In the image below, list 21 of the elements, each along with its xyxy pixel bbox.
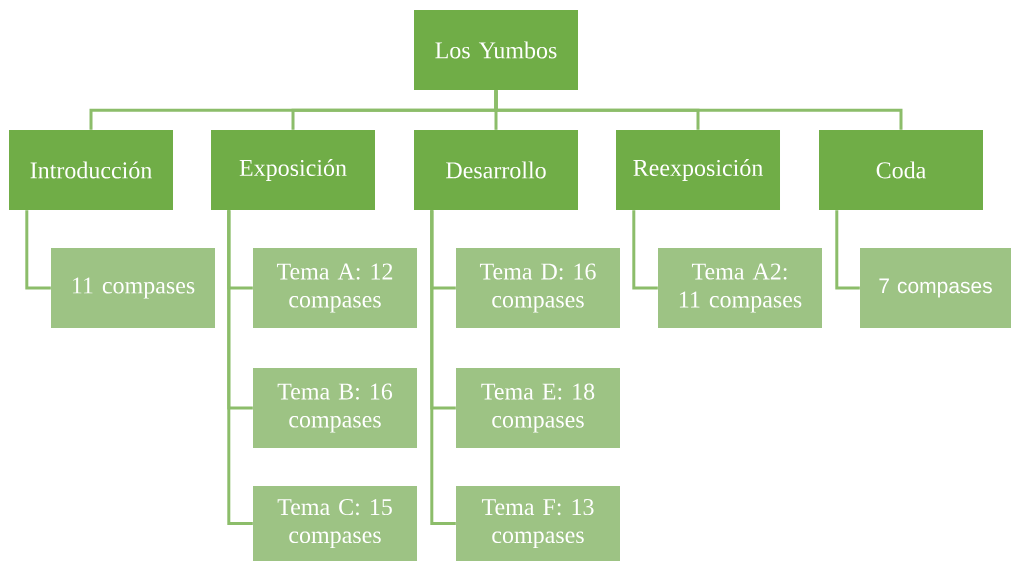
detail-box: Tema A: 12 compases [253, 248, 417, 328]
detail-box: 7 compases [860, 248, 1011, 328]
connector-line [835, 210, 860, 290]
detail-box: Tema D: 16 compases [456, 248, 620, 328]
detail-box: Tema B: 16 compases [253, 368, 417, 448]
detail-box: Tema E: 18 compases [456, 368, 620, 448]
detail-box: 11 compases [51, 248, 215, 328]
detail-box: Tema C: 15 compases [253, 486, 417, 561]
connector-line [430, 210, 456, 525]
connector-line [25, 210, 51, 290]
connector-line [494, 90, 903, 130]
detail-box: Tema F: 13 compases [456, 486, 620, 561]
section-box: Reexposición [616, 130, 780, 210]
section-box: Exposición [211, 130, 375, 210]
section-box: Coda [819, 130, 983, 210]
section-box: Introducción [9, 130, 173, 210]
connector-line [632, 210, 658, 290]
detail-box: Tema A2: 11 compases [658, 248, 822, 328]
section-box: Desarrollo [414, 130, 578, 210]
root-box: Los Yumbos [414, 10, 578, 90]
connector-line [227, 210, 253, 525]
